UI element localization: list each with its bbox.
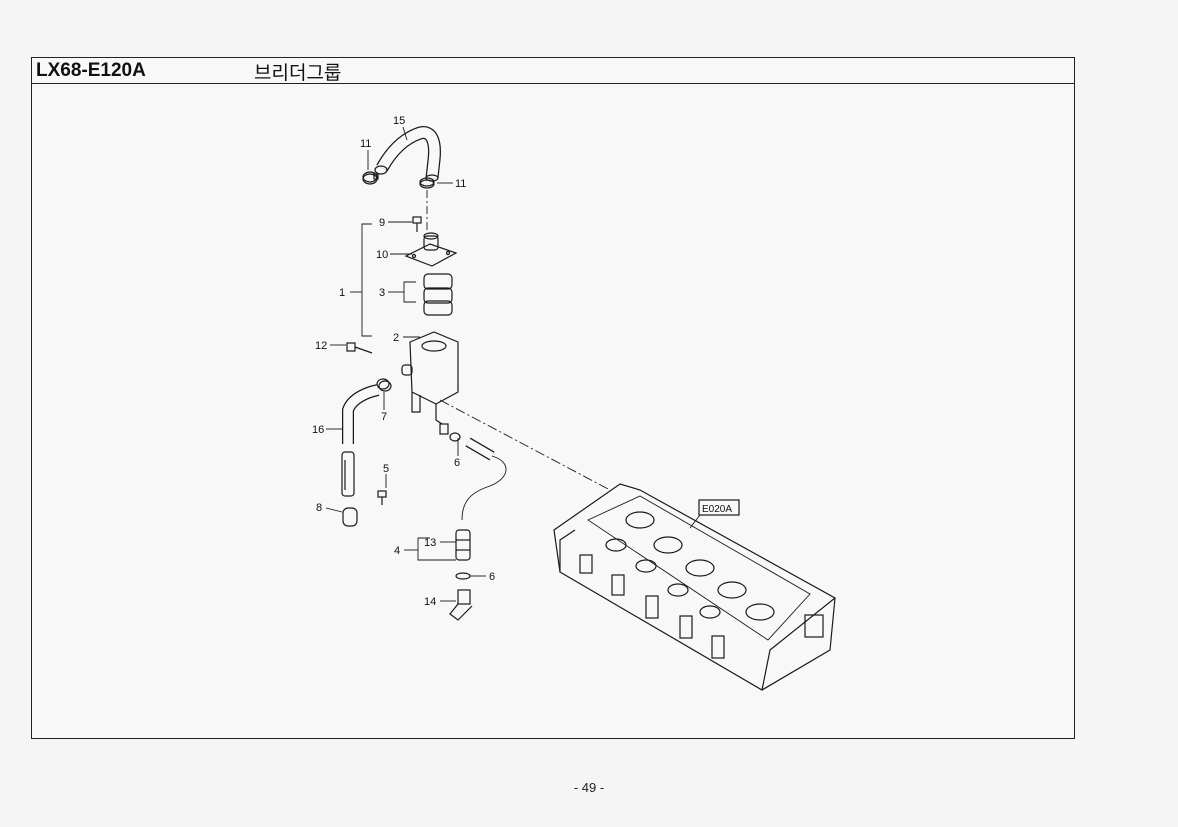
callout-6-lower: 6 [489, 571, 495, 583]
callout-12: 12 [315, 340, 327, 352]
breather-housing-2 [401, 331, 459, 425]
callout-16: 16 [312, 424, 324, 436]
reference-box [698, 499, 740, 516]
clamp-7 [376, 378, 392, 392]
callout-1: 1 [339, 287, 345, 299]
callout-11-right: 11 [455, 178, 466, 190]
bolt-12 [346, 342, 373, 354]
bolt-9 [412, 216, 422, 232]
clip-8 [342, 507, 358, 527]
diagram-code: LX68-E120A [36, 60, 146, 81]
clamp-11-left [362, 171, 379, 185]
callout-11-left: 11 [360, 138, 371, 150]
page-number: - 49 - [573, 780, 605, 795]
callout-4: 4 [394, 545, 400, 557]
diagram-frame: LX68-E120A 브리더그룹 [31, 57, 1075, 739]
callout-3: 3 [379, 287, 385, 299]
callout-5: 5 [383, 463, 389, 475]
pipe-13 [455, 529, 471, 561]
bolt-5 [377, 490, 387, 505]
reference-label: E020A [702, 504, 732, 515]
callout-8: 8 [316, 502, 322, 514]
clamp-11-right [419, 177, 435, 189]
cover-plate-10 [404, 232, 458, 267]
washer-6-lower [455, 572, 471, 580]
hose-16 [341, 384, 380, 497]
callout-14: 14 [424, 596, 436, 608]
callout-6-upper: 6 [454, 457, 460, 469]
cylinder-head [553, 483, 836, 691]
callout-7: 7 [381, 411, 387, 423]
callout-13: 13 [424, 537, 436, 549]
title-bar: LX68-E120A 브리더그룹 [32, 58, 1074, 84]
leader-lines [325, 126, 486, 602]
filter-element-3 [423, 273, 453, 316]
callout-10: 10 [376, 249, 388, 261]
elbow-14 [449, 589, 473, 621]
callout-2: 2 [393, 332, 399, 344]
callout-15: 15 [393, 115, 405, 127]
diagram-title: 브리더그룹 [254, 62, 342, 84]
callout-9: 9 [379, 217, 385, 229]
fitting-upper [439, 423, 507, 521]
